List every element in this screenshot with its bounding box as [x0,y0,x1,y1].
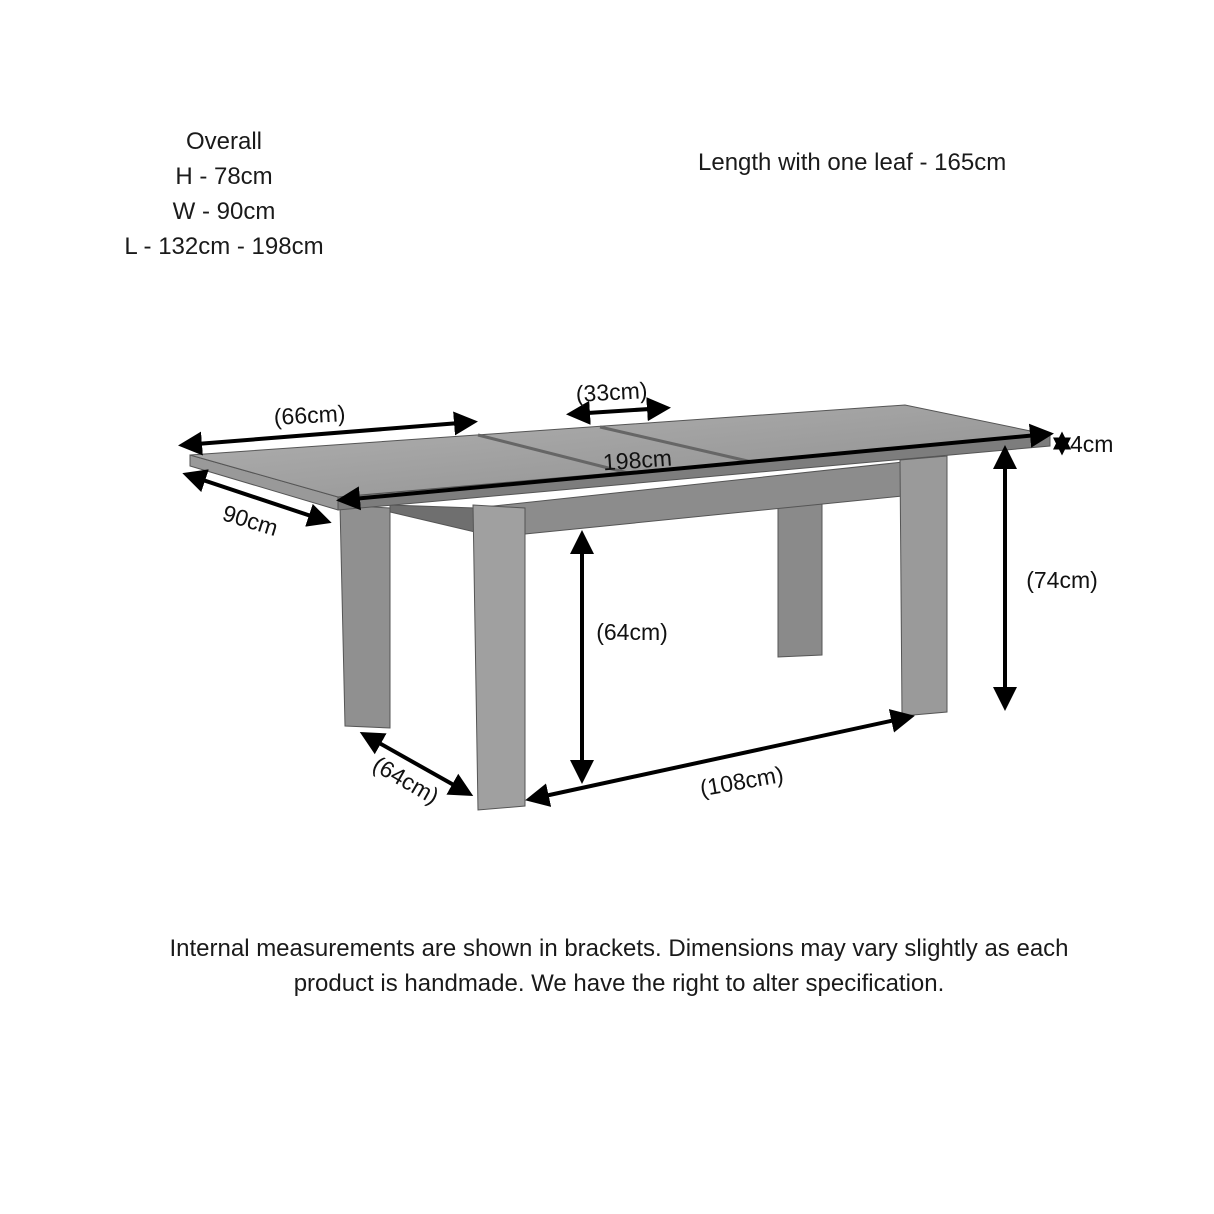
arrow-198cm [336,423,1054,511]
label-33cm: (33cm) [575,377,648,407]
label-108cm: (108cm) [698,761,786,801]
dimension-arrows [178,397,1071,807]
overall-height: H - 78cm [175,163,273,190]
footer-note: Internal measurements are shown in brack… [60,931,1178,1001]
arrow-90cm [182,469,332,527]
label-90cm: 90cm [220,500,281,541]
back-left-leg [339,504,391,729]
back-right-leg [777,483,823,658]
overall-width: W - 90cm [172,198,276,225]
arrow-64cm-width [359,732,474,796]
label-4cm: 4cm [1070,431,1113,457]
overall-title: Overall [185,128,263,155]
label-74cm: (74cm) [1026,567,1098,593]
front-right-leg [899,455,948,717]
footer-line-2: product is handmade. We have the right t… [293,970,945,997]
overall-dimensions: Overall H - 78cm W - 90cm L - 132cm - 19… [94,124,354,264]
footer-line-1: Internal measurements are shown in brack… [169,935,1069,962]
arrow-33cm [566,397,671,425]
label-64cm-height: (64cm) [596,619,668,645]
front-left-leg [472,504,526,811]
overall-length: L - 132cm - 198cm [124,233,324,260]
label-66cm: (66cm) [273,400,346,430]
label-198cm: 198cm [602,445,673,476]
apron-end [389,504,476,533]
leaf-length-note: Length with one leaf - 165cm [698,149,1007,176]
arrow-108cm [525,709,915,807]
